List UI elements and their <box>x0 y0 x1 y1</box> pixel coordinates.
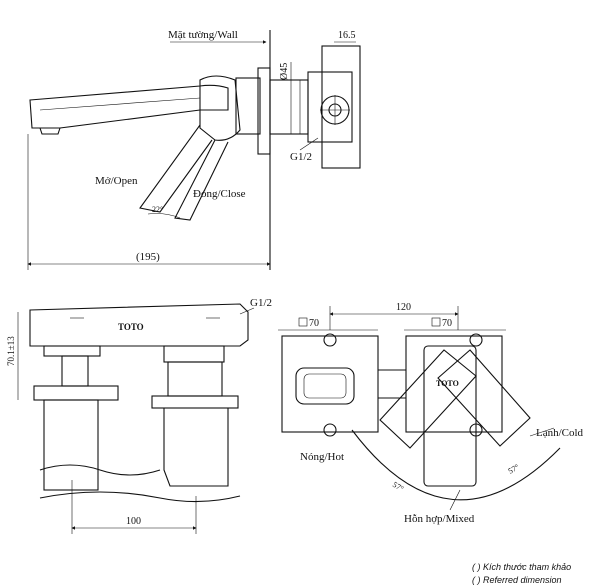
screw-valve-top <box>469 333 483 347</box>
handle-cold-pos <box>437 349 531 447</box>
open-label: Mở/Open <box>95 175 138 187</box>
handle-neck <box>167 361 223 397</box>
angle-57-left: 57° <box>391 480 405 493</box>
handle-base <box>199 75 241 141</box>
g-front-leader <box>239 307 255 315</box>
note-ref-en: ( ) Referred dimension <box>472 575 562 585</box>
angle-22-label: 22° <box>152 205 163 214</box>
handle-flange <box>163 345 225 363</box>
dim-45-label: Ø45 <box>279 63 290 80</box>
break-line-2 <box>39 491 241 503</box>
spout-body <box>43 399 99 491</box>
cold-label: Lạnh/Cold <box>536 427 584 439</box>
sq70-left-label: 70 <box>309 318 319 329</box>
wall-body <box>29 303 249 347</box>
g-front-label: G1/2 <box>250 297 272 309</box>
sq-symbol-right <box>431 317 441 327</box>
angle-57-right: 57° <box>507 462 521 475</box>
handle-hot-pos <box>379 349 477 449</box>
spout-tip <box>39 127 61 135</box>
spout-outlet-inner <box>303 373 347 399</box>
wall-label: Mặt tường/Wall <box>168 29 238 41</box>
sq-symbol-left <box>298 317 308 327</box>
dim-195-label: (195) <box>136 251 160 263</box>
spout-outlet <box>295 367 355 405</box>
g-top-leader <box>299 137 319 151</box>
hot-label: Nóng/Hot <box>300 451 344 463</box>
spout-flange <box>43 345 101 357</box>
spout-neck <box>61 355 89 387</box>
front-view: TOTO G1/2 70.1±13 100 <box>6 297 272 534</box>
plate-valve <box>405 335 503 433</box>
cold-leader <box>529 427 555 437</box>
spout-plate <box>33 385 119 401</box>
dim-70-13-label: 70.1±13 <box>6 336 16 366</box>
sq70-right-label: 70 <box>442 318 452 329</box>
box <box>321 45 361 169</box>
break-line-1 <box>39 464 161 476</box>
dim-120-label: 120 <box>396 302 411 313</box>
spout <box>29 84 229 129</box>
top-view: 120 70 Nóng/Hot 70 TOTO Lạnh/Cold 57° 57… <box>278 302 584 525</box>
handle-open <box>139 124 213 213</box>
screw-hot-top <box>323 333 337 347</box>
spout-inner <box>39 97 201 111</box>
angle-arc <box>147 213 181 219</box>
rotation-arc <box>351 429 561 501</box>
brand-front: TOTO <box>118 322 144 332</box>
valve-body <box>307 71 353 143</box>
note-ref-vi: ( ) Kích thước tham khảo <box>472 562 571 572</box>
mixed-label: Hỗn hợp/Mixed <box>404 513 475 525</box>
collar <box>235 77 261 135</box>
g-top-label: G1/2 <box>290 151 312 163</box>
handle-plate <box>151 395 239 409</box>
side-view: Mặt tường/Wall Mở/Open Đóng/Close 22° 16… <box>27 29 361 270</box>
handle-close <box>174 139 229 221</box>
handle-mixed <box>423 345 477 487</box>
dim-100-label: 100 <box>126 516 141 527</box>
close-label: Đóng/Close <box>193 188 246 200</box>
body-neck <box>269 79 309 135</box>
plate-hot <box>281 335 379 433</box>
mixed-leader <box>449 489 461 511</box>
brand-top: TOTO <box>436 379 459 388</box>
dim-16-5-label: 16.5 <box>338 30 356 41</box>
screw-hot-bottom <box>323 423 337 437</box>
handle-body <box>163 407 229 487</box>
